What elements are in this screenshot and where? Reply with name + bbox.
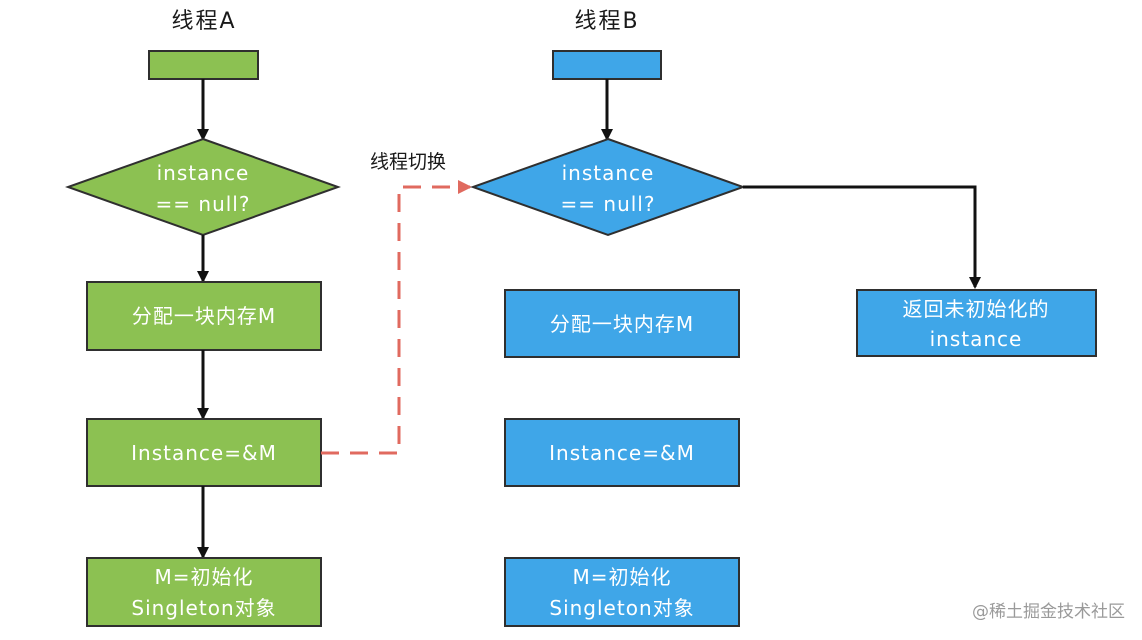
thread-b-title: 线程B <box>574 9 639 34</box>
thread-b-init-line-2: Singleton对象 <box>549 596 694 620</box>
thread-a-init-line-2: Singleton对象 <box>131 596 276 620</box>
thread-b-decision-line-2: == null? <box>561 192 656 216</box>
thread-a-init-line-1: M=初始化 <box>154 565 253 589</box>
thread-a-alloc-text: 分配一块内存M <box>132 304 276 328</box>
thread-a-assign-text: Instance=&M <box>131 441 277 465</box>
edge-b-decision-to-return <box>743 185 981 289</box>
thread-a-init-box <box>86 557 322 627</box>
thread-b-decision <box>470 137 746 237</box>
thread-b-assign-text: Instance=&M <box>549 441 695 465</box>
thread-a-decision <box>65 137 341 237</box>
thread-b-init-line-1: M=初始化 <box>572 565 671 589</box>
thread-a-decision-line-1: instance <box>157 161 250 185</box>
thread-switch-edge <box>321 180 472 455</box>
watermark: @稀土掘金技术社区 <box>972 602 1125 622</box>
thread-a-assign-box <box>86 418 322 487</box>
thread-b-return-line-1: 返回未初始化的 <box>903 297 1050 321</box>
thread-switch-label: 线程切换 <box>370 151 446 173</box>
thread-a-start-box <box>148 50 259 80</box>
thread-b-assign-box <box>504 418 740 487</box>
thread-b-alloc-text: 分配一块内存M <box>550 312 694 336</box>
thread-a-title: 线程A <box>171 9 236 34</box>
thread-a-decision-line-2: == null? <box>156 192 251 216</box>
thread-b-alloc-box <box>504 289 740 358</box>
thread-a-alloc-box <box>86 281 322 351</box>
thread-b-start-box <box>552 50 662 80</box>
thread-b-init-box <box>504 557 740 627</box>
thread-b-return-box <box>856 289 1097 357</box>
thread-b-decision-line-1: instance <box>562 161 655 185</box>
thread-b-return-line-2: instance <box>930 327 1023 351</box>
